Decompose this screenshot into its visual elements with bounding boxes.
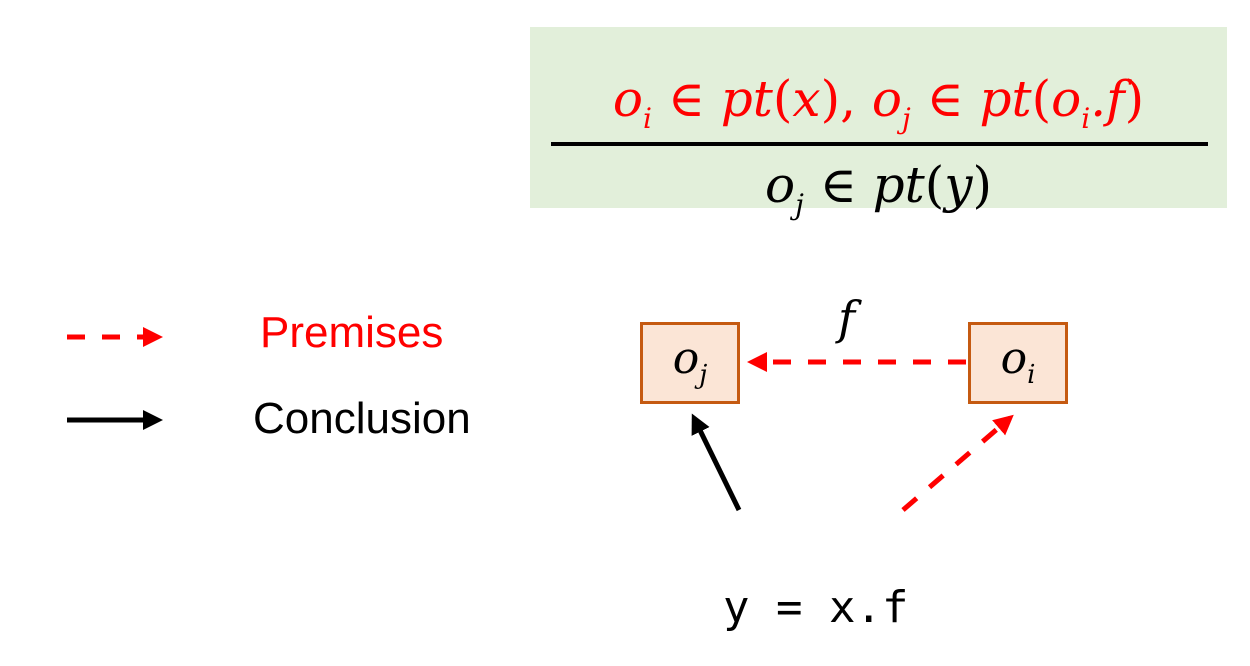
legend-conclusion-label: Conclusion	[253, 394, 471, 443]
premise-arrow	[901, 414, 1014, 512]
node-label: oi	[1000, 333, 1036, 390]
inference-rule-box: oi ∈ pt(x), oj ∈ pt(oi.f) oj ∈ pt(y)	[530, 27, 1227, 221]
conclusion-arrow	[691, 413, 742, 512]
statement-code: y = x.f	[723, 582, 909, 633]
field-edge-label: f	[838, 291, 856, 345]
rule-conclusion: oj ∈ pt(y)	[765, 156, 992, 221]
fraction-line	[551, 142, 1208, 146]
legend-premises-label: Premises	[260, 308, 444, 357]
object-node-oi: oi	[968, 322, 1068, 404]
rule-premises: oi ∈ pt(x), oj ∈ pt(oi.f)	[612, 70, 1145, 135]
premise-2: oj ∈ pt(oi.f)	[871, 70, 1145, 135]
object-node-oj: oj	[640, 322, 740, 404]
node-label: oj	[672, 333, 708, 390]
premise-1: oi ∈ pt(x)	[612, 70, 841, 135]
